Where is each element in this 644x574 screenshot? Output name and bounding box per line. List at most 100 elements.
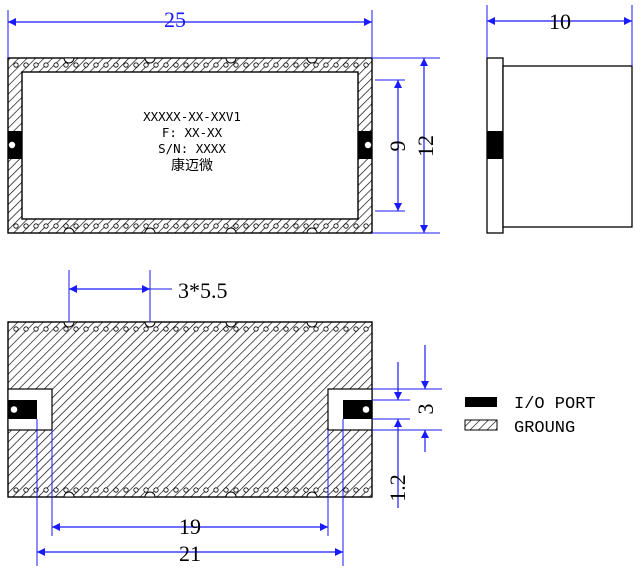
castellation-hole [353, 326, 359, 332]
castellation-hole [203, 223, 209, 229]
legend: I/O PORT GROUNG [464, 395, 596, 438]
io-pad-bottom-right-hole [362, 406, 370, 413]
io-pad-bottom-left [8, 400, 37, 419]
castellation-hole [173, 223, 179, 229]
castellation-hole [293, 223, 299, 229]
castellation-hole [173, 487, 179, 493]
castellation-hole [233, 326, 239, 332]
castellation-hole [183, 487, 189, 493]
castellation-hole [213, 487, 219, 493]
side-view: 10 [486, 5, 633, 234]
edge-notch [63, 227, 75, 234]
edge-notch [225, 321, 237, 328]
castellation-hole [123, 487, 129, 493]
castellation-hole [53, 62, 59, 68]
castellation-hole [243, 223, 249, 229]
castellation-hole [233, 223, 239, 229]
castellation-hole [163, 62, 169, 68]
edge-notch [306, 57, 318, 64]
castellation-hole [43, 62, 49, 68]
edge-notch [306, 227, 318, 234]
legend-ground-label: GROUNG [514, 419, 575, 438]
castellation-hole [293, 62, 299, 68]
edge-notch [144, 321, 156, 328]
io-pad-right-hole [364, 141, 372, 149]
castellation-hole [303, 62, 309, 68]
castellation-hole [273, 326, 279, 332]
castellation-hole [253, 223, 259, 229]
castellation-hole [43, 326, 49, 332]
castellation-hole [13, 62, 19, 68]
castellation-hole [203, 326, 209, 332]
castellation-hole [253, 62, 259, 68]
dim-9-value: 9 [385, 141, 410, 152]
castellation-hole [243, 326, 249, 332]
castellation-hole [133, 62, 139, 68]
castellation-hole [143, 487, 149, 493]
castellation-hole [193, 62, 199, 68]
castellation-hole [293, 487, 299, 493]
castellation-hole [353, 62, 359, 68]
castellation-hole [193, 223, 199, 229]
legend-ground-swatch [464, 419, 498, 431]
castellation-hole [313, 487, 319, 493]
castellation-hole [33, 223, 39, 229]
castellation-hole [303, 487, 309, 493]
castellation-hole [323, 223, 329, 229]
castellation-hole [253, 487, 259, 493]
castellation-hole [113, 326, 119, 332]
castellation-hole [313, 326, 319, 332]
castellation-hole [13, 487, 19, 493]
castellation-hole [63, 326, 69, 332]
castellation-hole [63, 62, 69, 68]
castellation-hole [173, 62, 179, 68]
side-view-shield [502, 65, 633, 228]
castellation-hole [213, 326, 219, 332]
castellation-hole [273, 62, 279, 68]
castellation-hole [103, 487, 109, 493]
castellation-hole [153, 326, 159, 332]
castellation-hole [363, 487, 369, 493]
castellation-hole [353, 487, 359, 493]
castellation-hole [313, 62, 319, 68]
side-view-pad [487, 131, 503, 159]
castellation-hole [153, 62, 159, 68]
castellation-hole [153, 223, 159, 229]
castellation-hole [343, 62, 349, 68]
top-view-label-area [21, 71, 359, 220]
castellation-hole [103, 223, 109, 229]
castellation-hole [283, 62, 289, 68]
castellation-hole [63, 487, 69, 493]
castellation-hole [263, 487, 269, 493]
castellation-hole [33, 326, 39, 332]
castellation-hole [83, 487, 89, 493]
legend-io-label: I/O PORT [514, 395, 596, 414]
castellation-hole [123, 62, 129, 68]
castellation-hole [263, 62, 269, 68]
castellation-hole [113, 487, 119, 493]
castellation-hole [193, 487, 199, 493]
castellation-hole [93, 326, 99, 332]
castellation-hole [73, 326, 79, 332]
castellation-hole [323, 62, 329, 68]
castellation-hole [93, 62, 99, 68]
castellation-hole [53, 223, 59, 229]
castellation-hole [213, 223, 219, 229]
castellation-hole [13, 223, 19, 229]
bottom-view: 3*5.5 3 1.2 19 21 [7, 270, 442, 566]
edge-notch [144, 491, 156, 498]
castellation-hole [73, 223, 79, 229]
edge-notch [225, 227, 237, 234]
castellation-hole [163, 487, 169, 493]
castellation-hole [223, 223, 229, 229]
brand-line: 康迈微 [171, 157, 213, 174]
castellation-hole [143, 62, 149, 68]
edge-notch [306, 491, 318, 498]
castellation-hole [223, 487, 229, 493]
castellation-hole [293, 326, 299, 332]
part-number: XXXXX-XX-XXV1 [143, 109, 241, 124]
castellation-hole [343, 223, 349, 229]
castellation-hole [253, 326, 259, 332]
dim-10-value: 10 [549, 9, 571, 34]
